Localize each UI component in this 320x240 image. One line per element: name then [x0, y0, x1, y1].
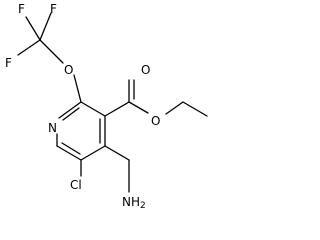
nh2-subscript: 2	[140, 201, 146, 211]
atom-n-ring: N	[48, 121, 57, 135]
bond-oester-ch2	[165, 101, 184, 115]
bond-c2-n-double	[62, 107, 80, 121]
atom-cl: Cl	[70, 178, 82, 192]
bond-o-c2	[73, 74, 82, 103]
atom-f3: F	[50, 2, 57, 16]
bond-c3-ccarbonyl	[104, 101, 130, 117]
bond-c-oester	[128, 101, 149, 114]
atom-o-carbonyl: O	[141, 63, 150, 77]
atom-f1: F	[18, 2, 25, 16]
atom-o-ether: O	[64, 63, 73, 77]
bond-c5-c6	[56, 145, 82, 161]
bond-cf3-o	[39, 39, 64, 64]
atom-f2: F	[5, 56, 12, 70]
bond-c-f2	[17, 39, 41, 56]
bonds	[17, 12, 208, 193]
molecule-structure: F F F O N O O Cl NH2	[5, 2, 208, 211]
atom-labels: F F F O N O O Cl NH2	[5, 2, 160, 211]
bond-c-f3	[39, 12, 52, 41]
bond-c5-c6-double	[61, 142, 81, 155]
nh2-label: NH	[122, 195, 140, 209]
bond-ch2-ch3	[182, 101, 208, 117]
bond-c-f1	[25, 16, 41, 41]
atom-nh2: NH2	[122, 195, 146, 211]
bond-c2-n	[58, 101, 82, 119]
bond-c4-c5	[80, 145, 106, 161]
bond-c4-ch2	[104, 145, 130, 161]
bond-c2-c3	[80, 101, 106, 117]
atom-o-ester: O	[151, 114, 160, 128]
